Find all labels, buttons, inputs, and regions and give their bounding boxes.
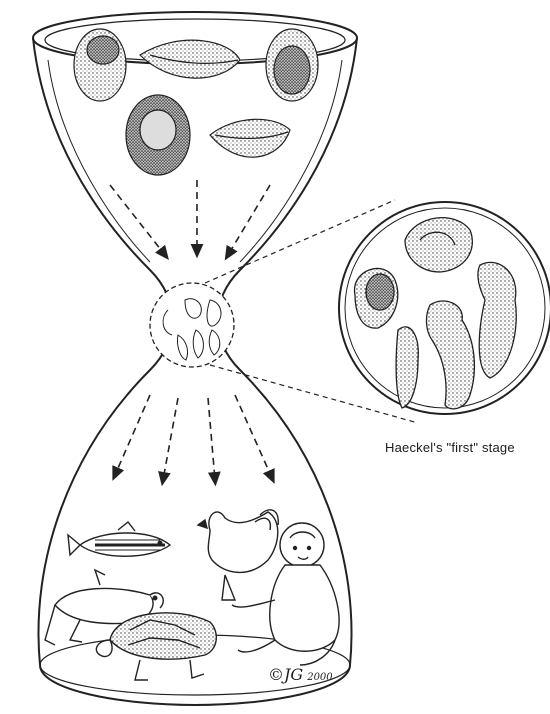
magnified-embryos-circle (339, 202, 550, 414)
adult-animals (45, 510, 339, 680)
signature-year: 2000 (307, 672, 332, 683)
top-embryos (74, 29, 318, 175)
fish-drawing (68, 522, 170, 556)
chicken-drawing (198, 510, 278, 600)
signature-initials: ©JG (268, 665, 303, 684)
artist-signature: ©JG 2000 (268, 665, 333, 684)
bottom-arrows (115, 395, 272, 480)
phylotypic-stage-circle (150, 283, 234, 367)
leaf-embryo-1 (140, 40, 240, 78)
figure-caption: Haeckel's "first" stage (385, 440, 515, 455)
